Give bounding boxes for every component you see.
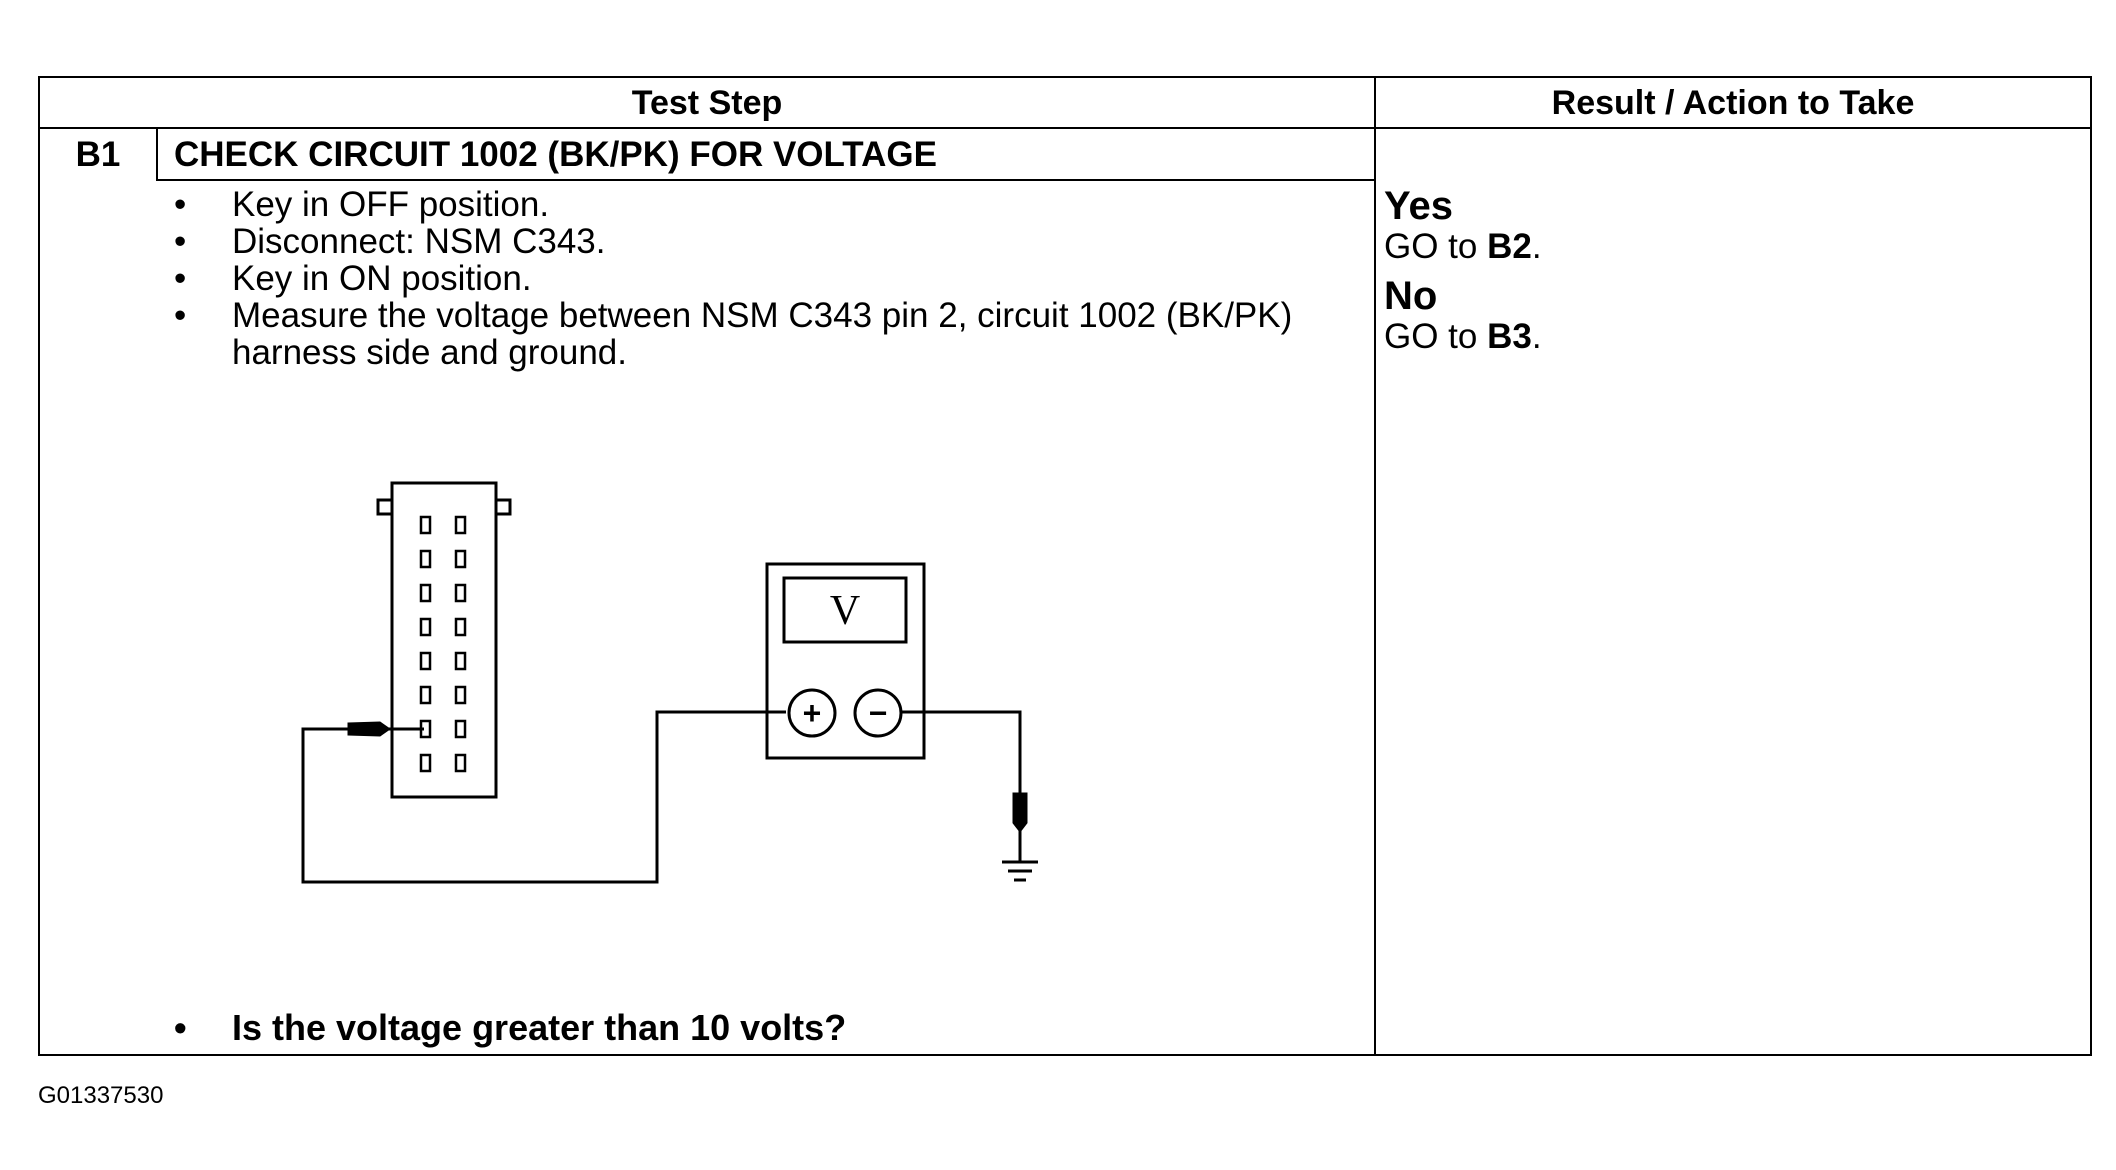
connector-c343-icon [390,481,498,799]
action-prefix: GO to [1384,227,1488,266]
voltmeter-display [782,576,908,644]
column-divider [1374,76,1376,1056]
instruction-text: Measure the voltage between NSM C343 pin… [232,296,1293,372]
result-no-label: No [1384,274,1438,318]
connector-pins [419,515,467,773]
bullet-icon: • [174,222,187,261]
result-yes-action: GO to B2. [1384,228,1542,266]
figure-code: G01337530 [38,1082,164,1109]
question-text: Is the voltage greater than 10 volts? [232,1007,847,1048]
result-no: No GO to B3. [1384,274,1542,356]
result-yes-label: Yes [1384,184,1453,228]
action-suffix: . [1531,227,1542,266]
step-title: CHECK CIRCUIT 1002 (BK/PK) FOR VOLTAGE [174,135,937,174]
bullet-icon: • [174,296,187,335]
minus-symbol: − [869,695,888,731]
instruction-item: • Key in OFF position. [166,186,1346,223]
instruction-item: • Key in ON position. [166,260,1346,297]
probe-tip-ground-icon [1012,792,1028,833]
step-id: B1 [75,135,121,174]
test-step-table [38,76,2092,1056]
voltmeter-display-text: V [830,588,860,634]
test-step-header: Test Step [631,84,783,122]
result-no-target: B3 [1487,317,1532,356]
instruction-text: Key in OFF position. [232,185,550,224]
result-yes-target: B2 [1487,227,1532,266]
step-title-underline [156,179,1374,181]
plus-terminal-icon [787,688,837,738]
instruction-text: Disconnect: NSM C343. [232,222,606,261]
step-question: • Is the voltage greater than 10 volts? [166,1008,846,1048]
plus-symbol: + [803,695,822,731]
voltmeter-icon [765,562,926,760]
positive-test-lead [301,710,786,884]
instruction-item: • Measure the voltage between NSM C343 p… [166,297,1346,371]
instruction-item: • Disconnect: NSM C343. [166,223,1346,260]
action-suffix: . [1531,317,1542,356]
action-prefix: GO to [1384,317,1488,356]
negative-test-lead [901,710,1022,840]
probe-tip-connector-icon [347,721,391,737]
bullet-icon: • [174,1007,187,1048]
header-divider [38,127,2092,129]
bullet-icon: • [174,259,187,298]
result-header: Result / Action to Take [1551,84,1915,122]
result-yes: Yes GO to B2. [1384,184,1542,266]
connector-latch-left-icon [376,498,394,516]
step-id-divider [156,127,158,180]
connector-latch-right-icon [494,498,512,516]
bullet-icon: • [174,185,187,224]
instruction-text: Key in ON position. [232,259,532,298]
result-no-action: GO to B3. [1384,318,1542,356]
instruction-list: • Key in OFF position. • Disconnect: NSM… [166,186,1346,371]
